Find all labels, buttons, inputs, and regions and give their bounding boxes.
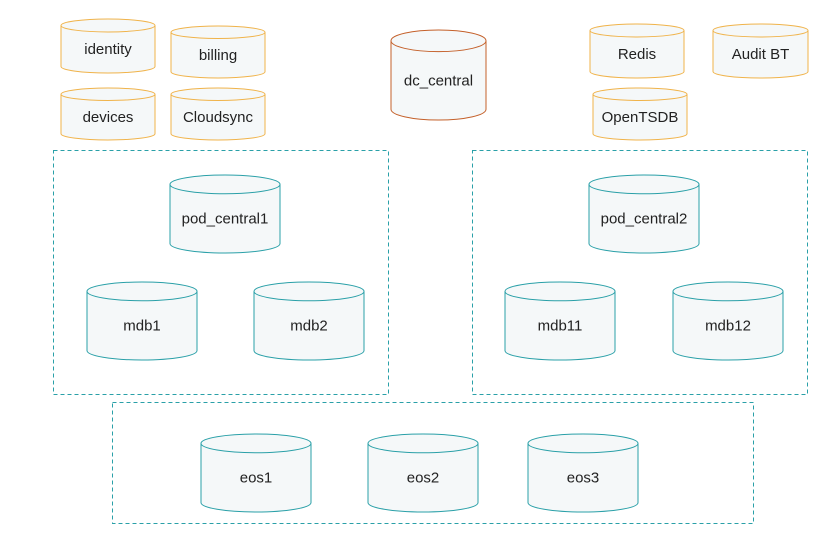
pod-central2-label: pod_central2: [601, 211, 688, 228]
mdb12-cylinder-body: [672, 291, 784, 361]
audit-bt-label: Audit BT: [732, 46, 790, 63]
eos2-database: eos2: [367, 433, 479, 513]
eos1-database: eos1: [200, 433, 312, 513]
audit-bt-database: Audit BT: [712, 23, 809, 79]
audit-bt-cylinder-top: [712, 23, 809, 38]
cloudsync-database: Cloudsync: [170, 87, 266, 141]
dc-central-label: dc_central: [404, 72, 473, 89]
pod2-group: [472, 150, 808, 395]
mdb11-cylinder-body: [504, 291, 616, 361]
eos1-label: eos1: [240, 470, 273, 487]
eos1-cylinder-top: [200, 433, 312, 454]
billing-database: billing: [170, 25, 266, 79]
cloudsync-label: Cloudsync: [183, 109, 254, 126]
opentsdb-cylinder-top: [592, 87, 688, 101]
cloudsync-cylinder-top: [170, 87, 266, 101]
audit-bt-cylinder-body: [712, 30, 809, 79]
pod-central2-cylinder-body: [588, 184, 700, 254]
pod-central2-database: pod_central2: [588, 174, 700, 254]
mdb11-database: mdb11: [504, 281, 616, 361]
devices-label: devices: [83, 109, 134, 126]
mdb2-cylinder-body: [253, 291, 365, 361]
redis-database: Redis: [589, 23, 685, 79]
eos2-label: eos2: [407, 470, 440, 487]
pod-central1-database: pod_central1: [169, 174, 281, 254]
mdb2-label: mdb2: [290, 318, 328, 335]
pod-central2-cylinder-top: [588, 174, 700, 195]
eos-group: [112, 402, 754, 524]
cloudsync-cylinder-body: [170, 94, 266, 141]
identity-label: identity: [84, 41, 132, 58]
mdb1-cylinder-body: [86, 291, 198, 361]
identity-cylinder-top: [60, 18, 156, 33]
devices-cylinder-top: [60, 87, 156, 101]
redis-label: Redis: [618, 46, 656, 63]
redis-cylinder-top: [589, 23, 685, 38]
dc-central-cylinder-body: [390, 40, 487, 121]
pod1-group: [53, 150, 389, 395]
eos3-label: eos3: [567, 470, 600, 487]
pod-central1-label: pod_central1: [182, 211, 269, 228]
eos1-cylinder-body: [200, 443, 312, 513]
mdb1-label: mdb1: [123, 318, 161, 335]
mdb11-label: mdb11: [538, 318, 583, 335]
eos2-cylinder-body: [367, 443, 479, 513]
mdb2-database: mdb2: [253, 281, 365, 361]
billing-cylinder-top: [170, 25, 266, 39]
databases-layer: identity billing devices Cloudsync dc_centra…: [60, 18, 809, 513]
devices-cylinder-body: [60, 94, 156, 141]
mdb1-database: mdb1: [86, 281, 198, 361]
opentsdb-label: OpenTSDB: [602, 109, 679, 126]
eos3-cylinder-body: [527, 443, 639, 513]
redis-cylinder-body: [589, 30, 685, 79]
pod-central1-cylinder-top: [169, 174, 281, 195]
dc-central-database: dc_central: [390, 29, 487, 121]
mdb12-label: mdb12: [705, 318, 751, 335]
billing-label: billing: [199, 47, 237, 64]
dc-central-cylinder-top: [390, 29, 487, 53]
eos3-database: eos3: [527, 433, 639, 513]
mdb12-cylinder-top: [672, 281, 784, 302]
eos3-cylinder-top: [527, 433, 639, 454]
devices-database: devices: [60, 87, 156, 141]
opentsdb-cylinder-body: [592, 94, 688, 141]
identity-database: identity: [60, 18, 156, 74]
pod-central1-cylinder-body: [169, 184, 281, 254]
mdb12-database: mdb12: [672, 281, 784, 361]
groups-layer: [53, 150, 808, 524]
identity-cylinder-body: [60, 25, 156, 74]
eos2-cylinder-top: [367, 433, 479, 454]
mdb2-cylinder-top: [253, 281, 365, 302]
mdb1-cylinder-top: [86, 281, 198, 302]
opentsdb-database: OpenTSDB: [592, 87, 688, 141]
mdb11-cylinder-top: [504, 281, 616, 302]
billing-cylinder-body: [170, 32, 266, 79]
